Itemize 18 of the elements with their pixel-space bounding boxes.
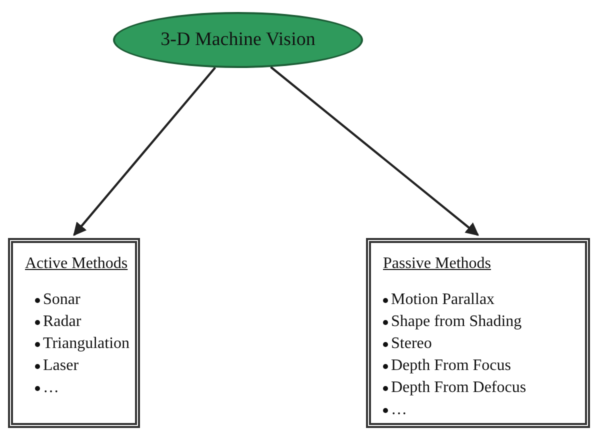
bullet-item: Motion Parallax <box>391 290 495 310</box>
bullet-item: Shape from Shading <box>391 312 522 332</box>
box-heading: Active Methods <box>25 255 128 273</box>
bullet-item: Radar <box>43 312 82 332</box>
arrow <box>73 66 216 236</box>
node-title: 3-D Machine Vision <box>160 29 316 51</box>
method-box <box>8 238 140 428</box>
bullet-item: Depth From Defocus <box>391 378 526 398</box>
box-heading: Passive Methods <box>383 255 491 273</box>
arrow <box>270 66 480 236</box>
bullet-item: Depth From Focus <box>391 356 511 376</box>
bullet-item: … <box>43 378 59 398</box>
bullet-item: Laser <box>43 356 79 376</box>
bullet-item: Stereo <box>391 334 432 354</box>
method-box <box>366 238 590 428</box>
bullet-item: Triangulation <box>43 334 130 354</box>
bullet-item: Sonar <box>43 290 80 310</box>
bullet-item: … <box>391 400 407 420</box>
